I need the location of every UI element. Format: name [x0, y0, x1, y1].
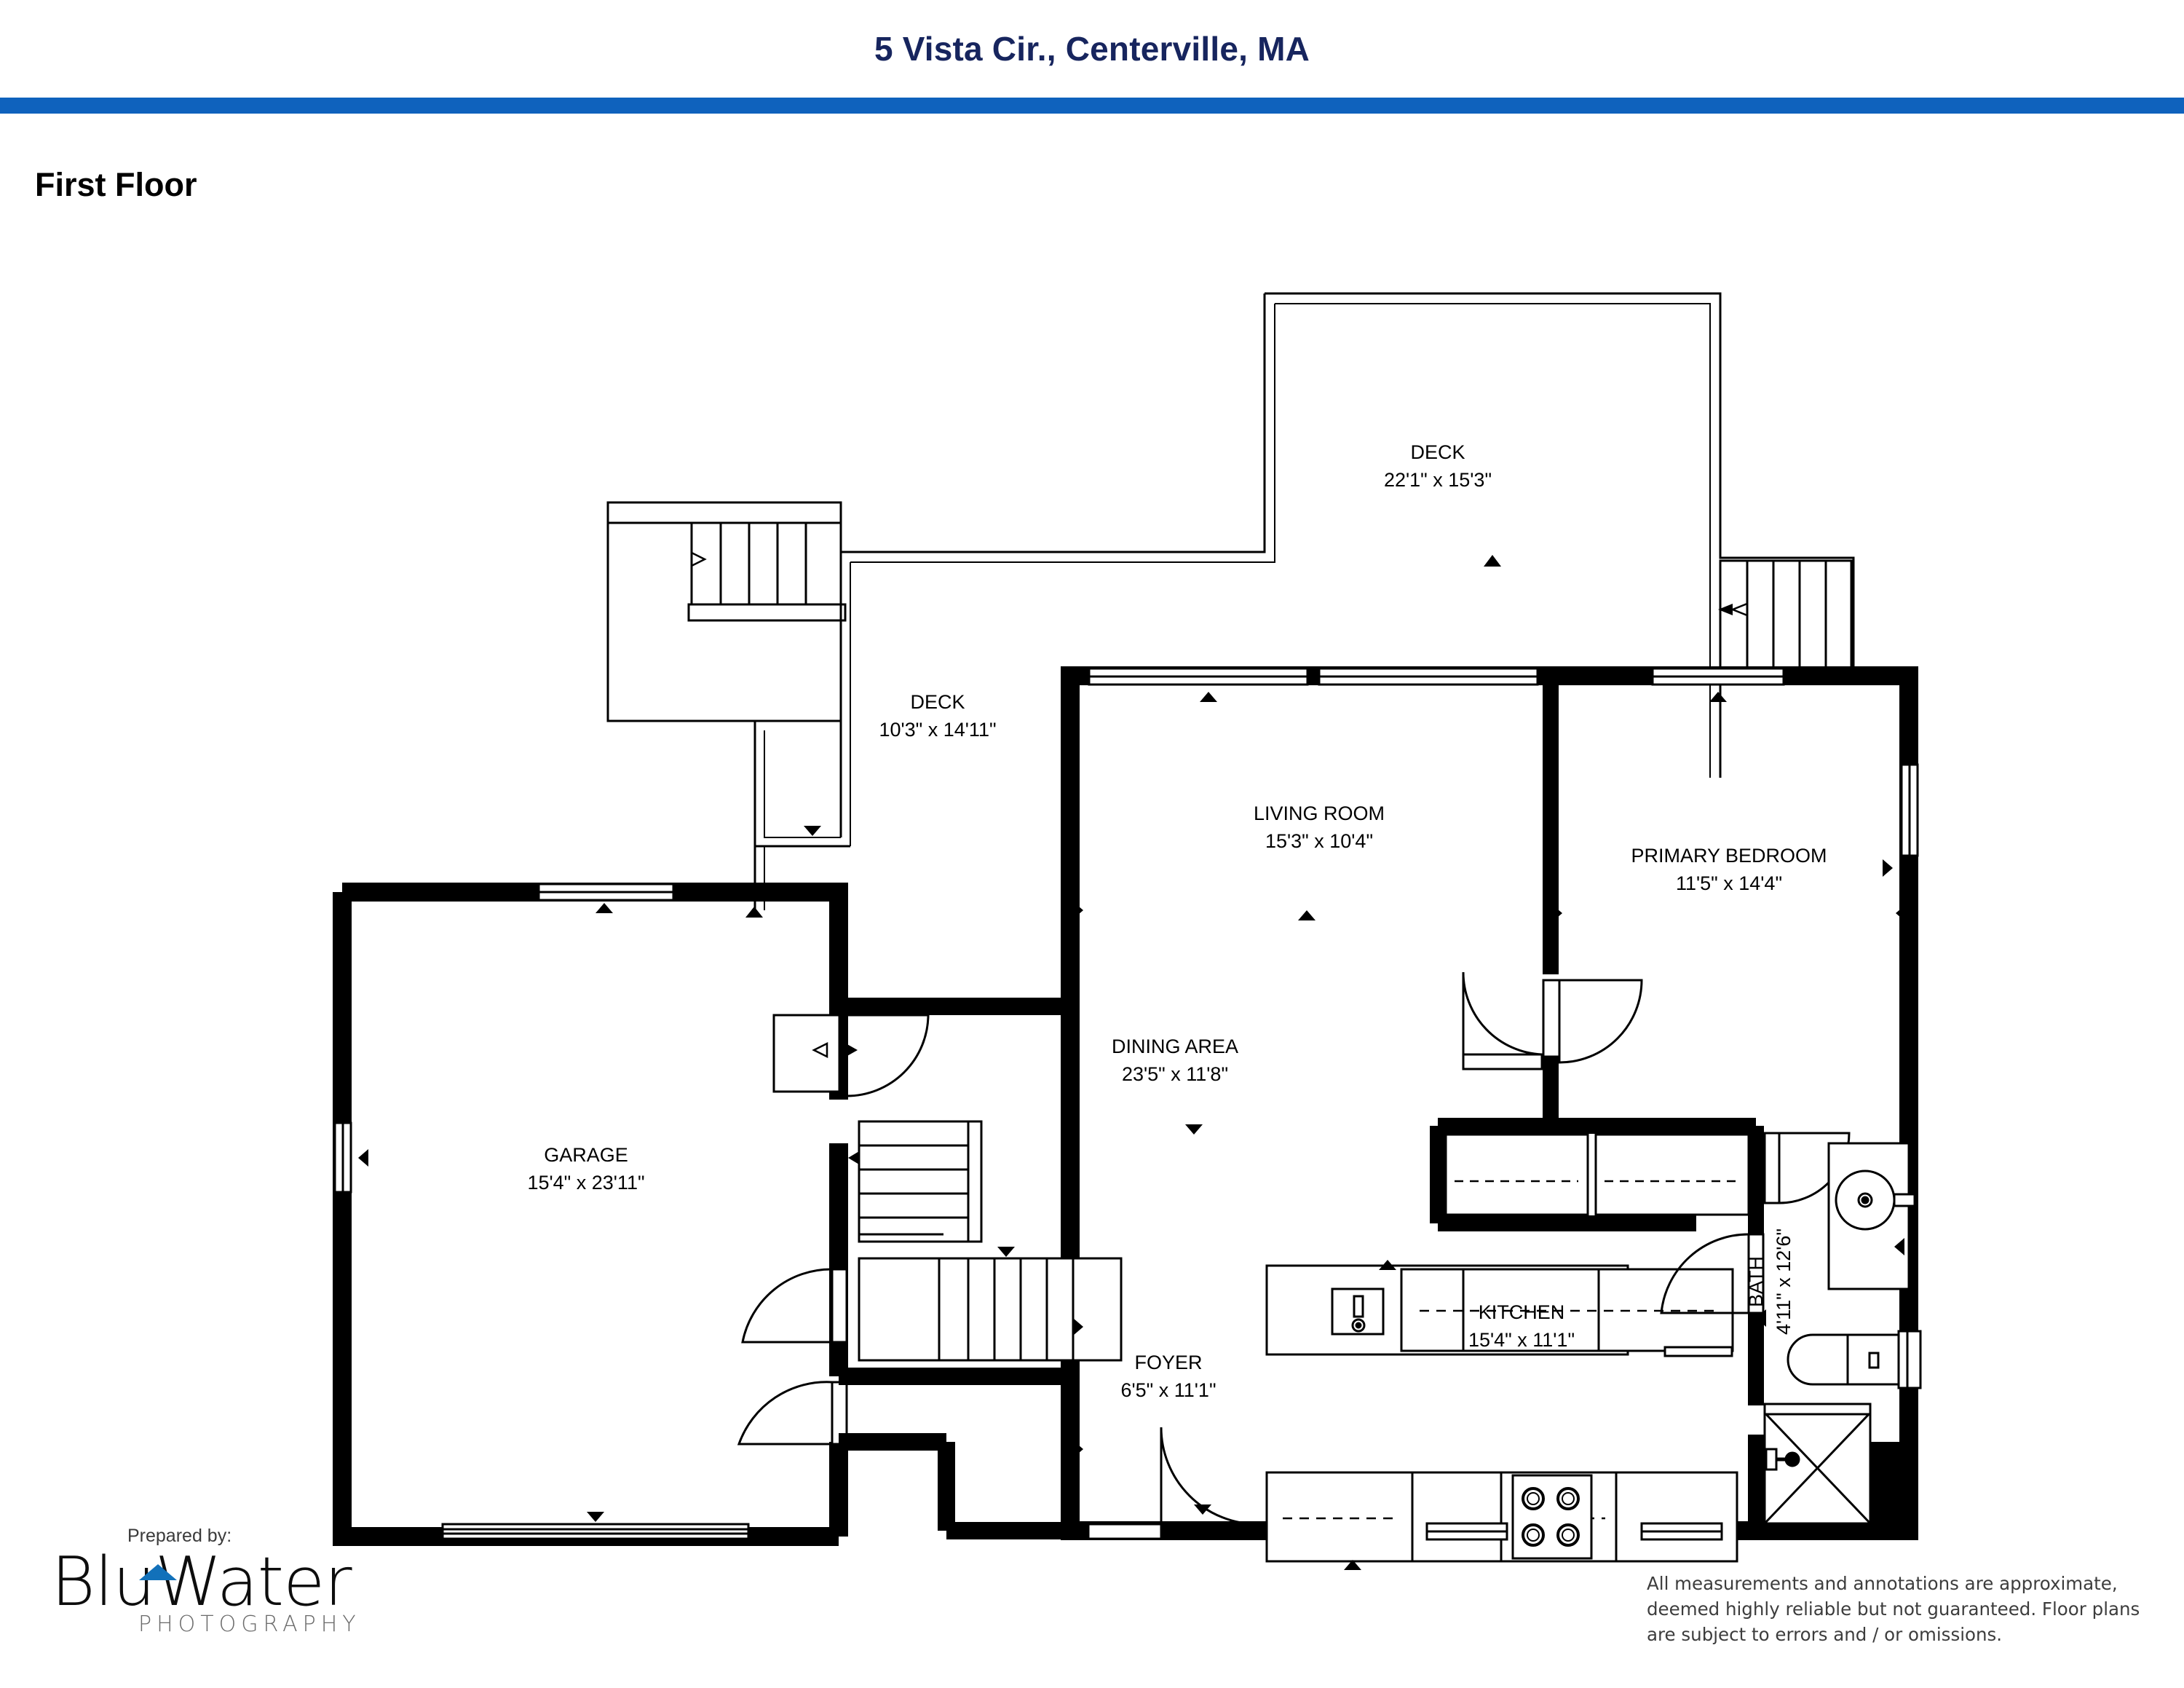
deck-upper-direction-marker [1484, 555, 1501, 567]
garage-entry-door [737, 1381, 848, 1446]
room-dimensions-deck-upper: 22'1" x 15'3" [1384, 469, 1492, 491]
interior-wall-kitchen-top [1430, 1118, 1764, 1231]
room-dimensions-primary-bedroom: 11'5" x 14'4" [1676, 872, 1782, 894]
room-labels-rotated: BATH 4'11" x 12'6" [1745, 1228, 1795, 1335]
room-name-living-room: LIVING ROOM [1254, 802, 1385, 824]
garage-window-top [537, 883, 675, 913]
disclaimer-text: All measurements and annotations are app… [1647, 1573, 2140, 1645]
logo-text-water: Water [154, 1542, 352, 1621]
bedroom-window-right [1883, 763, 1919, 877]
prepared-by-label: Prepared by: [127, 1526, 232, 1546]
bluwater-logo: Prepared by: BluWater PHOTOGRAPHY [51, 1526, 430, 1637]
floor-label: First Floor [35, 166, 197, 203]
garage-window-left [333, 1121, 368, 1194]
kitchen-left-marker [1073, 1318, 1083, 1336]
logo-subtitle: PHOTOGRAPHY [138, 1612, 361, 1637]
room-labels: DECK 22'1" x 15'3" DECK 10'3" x 14'11" LIVIN… [527, 441, 1827, 1401]
living-room-sliders [1088, 667, 1539, 702]
room-name-foyer: FOYER [1134, 1352, 1202, 1373]
bath-shower [1763, 1403, 1872, 1537]
bedroom-window-top [1651, 667, 1785, 702]
page-title: 5 Vista Cir., Centerville, MA [874, 30, 1310, 68]
deck-upper-outline [839, 292, 1855, 778]
room-dimensions-bath: 4'11" x 12'6" [1773, 1228, 1795, 1335]
logo-wordmark: BluWater [51, 1548, 430, 1616]
kitchen-counter-lower [1265, 1471, 1738, 1570]
closet-door-secondary [1462, 971, 1543, 1070]
garage-door-front [441, 1512, 750, 1540]
room-name-kitchen: KITCHEN [1479, 1301, 1565, 1323]
floor-plan-drawing: DECK 22'1" x 15'3" DECK 10'3" x 14'11" LIVIN… [333, 292, 1922, 1570]
interior-stairs-upper [848, 1120, 983, 1243]
kitchen-stove [1511, 1474, 1593, 1560]
bedroom-closet-door [1542, 979, 1643, 1064]
room-name-bath: BATH [1745, 1256, 1767, 1307]
garage-walls [333, 883, 848, 1546]
closet-shelves [1444, 1133, 1750, 1216]
room-dimensions-foyer: 6'5" x 11'1" [1120, 1379, 1216, 1401]
kitchen-window-lower-2 [1640, 1522, 1723, 1541]
foyer-marker [1073, 1440, 1083, 1458]
bedroom-marker [1552, 904, 1906, 922]
room-name-deck-side: DECK [910, 691, 965, 713]
deck-right-stairs [1718, 559, 1853, 671]
room-name-primary-bedroom: PRIMARY BEDROOM [1631, 845, 1827, 867]
room-name-garage: GARAGE [544, 1144, 628, 1166]
room-dimensions-living-room: 15'3" x 10'4" [1265, 830, 1373, 852]
deck-left-lower-rail [745, 846, 765, 918]
kitchen-counter-upper [1400, 1268, 1734, 1357]
header-divider [0, 98, 2184, 114]
mudroom-walls [839, 998, 1070, 1539]
room-dimensions-garage: 15'4" x 23'11" [527, 1172, 644, 1194]
deck-left-platform [606, 501, 851, 848]
water-triangle-icon [139, 1564, 177, 1580]
room-dimensions-deck-side: 10'3" x 14'11" [879, 719, 996, 741]
interior-stairs-lower [858, 1247, 1123, 1362]
garage-to-mudroom-door [741, 1268, 848, 1344]
logo-text-blu-1: Bl [51, 1542, 114, 1621]
foyer-door [1087, 1427, 1259, 1540]
kitchen-window-lower-1 [1425, 1522, 1508, 1541]
logo-text-blu-2: u [112, 1542, 156, 1621]
room-name-deck-upper: DECK [1410, 441, 1465, 463]
bath-toilet [1787, 1330, 1922, 1389]
house-main-walls [1061, 666, 1918, 1540]
mudroom-closet-door [772, 1014, 930, 1097]
living-room-marker [1298, 910, 1315, 920]
bath-door [1660, 1233, 1766, 1327]
room-dimensions-dining-area: 23'5" x 11'8" [1122, 1063, 1228, 1085]
bath-vanity [1827, 1142, 1916, 1290]
living-left-marker [1073, 902, 1083, 919]
room-name-dining-area: DINING AREA [1112, 1036, 1238, 1057]
dining-marker [1185, 1124, 1203, 1135]
room-dimensions-kitchen: 15'4" x 11'1" [1468, 1329, 1575, 1351]
